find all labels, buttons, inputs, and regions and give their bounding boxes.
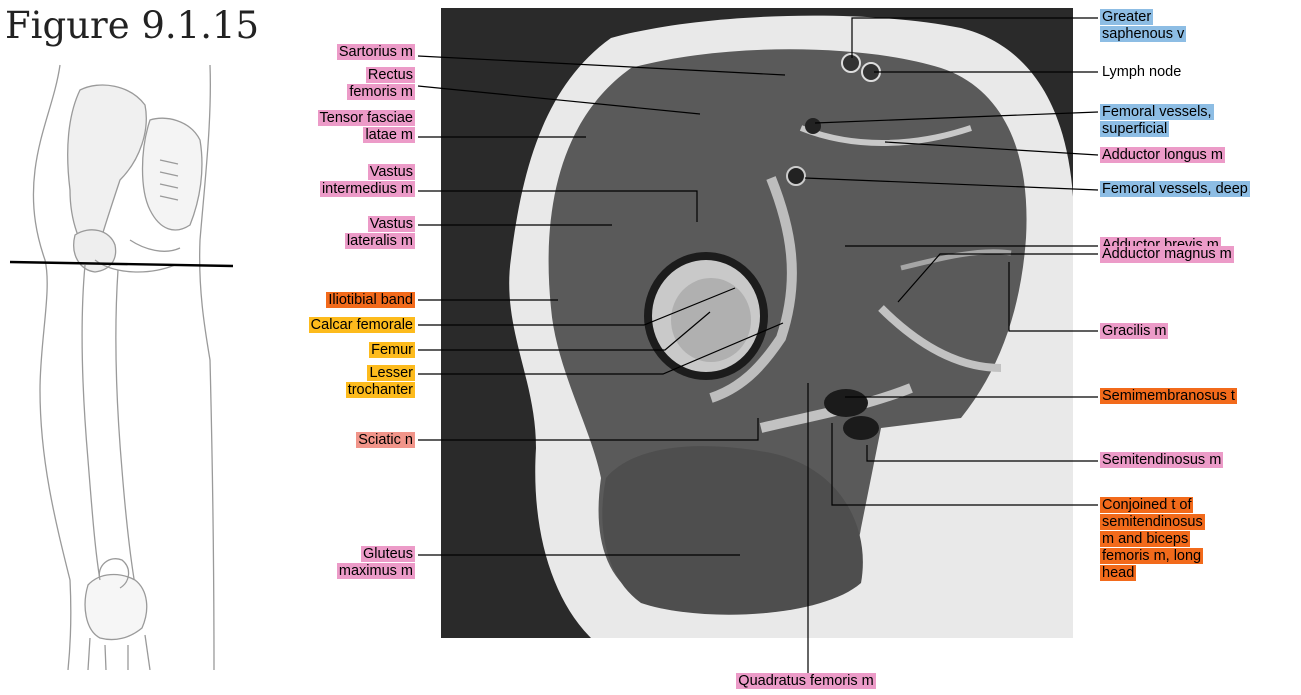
label-gracilis: Gracilis m [1100, 323, 1280, 340]
label-quadratus-femoris: Quadratus femoris m [706, 673, 906, 690]
label-semitendinosus-m: Semitendinosus m [1100, 452, 1280, 469]
label-femur: Femur [305, 342, 415, 359]
label-lymph-node: Lymph node [1100, 64, 1280, 81]
label-iliotibial-band: Iliotibial band [275, 292, 415, 309]
label-adductor-longus: Adductor longus m [1100, 147, 1280, 164]
label-calcar-femorale: Calcar femorale [265, 317, 415, 334]
label-sartorius: Sartorius m [305, 44, 415, 61]
label-semimembranosus-t: Semimembranosus t [1100, 388, 1280, 405]
label-femoral-vessels-superficial: Femoral vessels,superficial [1100, 104, 1280, 138]
label-sciatic-n: Sciatic n [305, 432, 415, 449]
label-adductor-magnus: Adductor magnus m [1100, 246, 1290, 263]
label-femoral-vessels-deep: Femoral vessels, deep [1100, 181, 1300, 198]
